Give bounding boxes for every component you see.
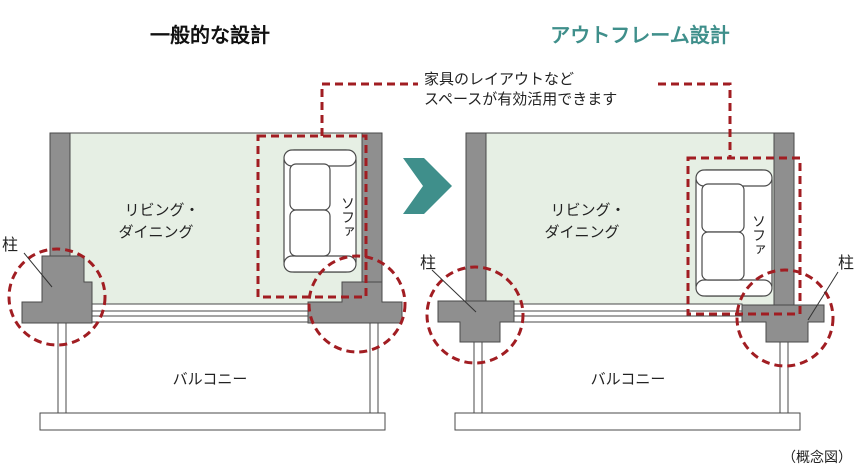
left-pillar-circle-left bbox=[7, 247, 107, 347]
left-wall-left bbox=[49, 132, 71, 257]
right-pillar-circle-right bbox=[735, 268, 835, 368]
right-sofa-icon bbox=[695, 169, 773, 297]
transition-arrow-icon bbox=[403, 158, 452, 214]
left-pillar-label: 柱 bbox=[2, 235, 18, 254]
left-balcony-rail bbox=[39, 412, 386, 431]
right-pillar-right bbox=[741, 304, 825, 343]
right-window-sash bbox=[513, 303, 743, 323]
callout-dashed-connector bbox=[320, 82, 418, 136]
left-sofa-dashed-box bbox=[256, 134, 368, 299]
right-balcony-rail bbox=[454, 412, 801, 431]
callout-line2: スペースが有効活用できます bbox=[424, 90, 617, 108]
right-panel: アウトフレーム設計 リビング・ ダイニング ソファ 柱 柱 バルコニー bbox=[420, 23, 854, 431]
left-sofa-label: ソファ bbox=[339, 196, 355, 238]
left-balcony-post-left bbox=[57, 322, 67, 414]
right-balcony-post-right bbox=[779, 341, 789, 414]
left-room-label-line1: リビング・ bbox=[124, 201, 199, 219]
callout-dashed-connector-right bbox=[658, 82, 732, 158]
right-balcony-post-left bbox=[473, 341, 483, 414]
right-wall-left bbox=[465, 132, 487, 302]
left-panel: 一般的な設計 リビング・ ダイニング ソファ 柱 バルコニー bbox=[2, 23, 407, 431]
right-sofa-label: ソファ bbox=[750, 214, 766, 256]
right-pillar-label-right: 柱 bbox=[838, 253, 854, 272]
right-pillar-leader-right bbox=[807, 271, 839, 321]
left-pillar-leader bbox=[23, 252, 53, 288]
left-room-label-line2: ダイニング bbox=[118, 223, 193, 241]
right-pillar-label-left: 柱 bbox=[420, 253, 436, 272]
left-window-sash bbox=[91, 303, 309, 323]
left-pillar-circle-right bbox=[307, 254, 407, 354]
footnote: （概念図） bbox=[782, 449, 852, 466]
right-pillar-left bbox=[437, 300, 515, 343]
right-room-label-line1: リビング・ bbox=[550, 201, 625, 219]
right-room-label-line2: ダイニング bbox=[544, 223, 619, 241]
callout-line1: 家具のレイアウトなど bbox=[424, 70, 574, 88]
left-balcony-label: バルコニー bbox=[173, 370, 248, 388]
right-pillar-circle-left bbox=[425, 265, 525, 365]
left-balcony-post-right bbox=[369, 322, 379, 414]
left-pillar-left bbox=[21, 255, 93, 324]
left-title: 一般的な設計 bbox=[150, 23, 270, 47]
right-title: アウトフレーム設計 bbox=[550, 23, 729, 47]
right-balcony-label: バルコニー bbox=[591, 370, 666, 388]
right-sofa-dashed-box bbox=[686, 156, 802, 316]
right-pillar-leader-left bbox=[431, 269, 477, 313]
left-sofa-icon bbox=[283, 149, 357, 273]
